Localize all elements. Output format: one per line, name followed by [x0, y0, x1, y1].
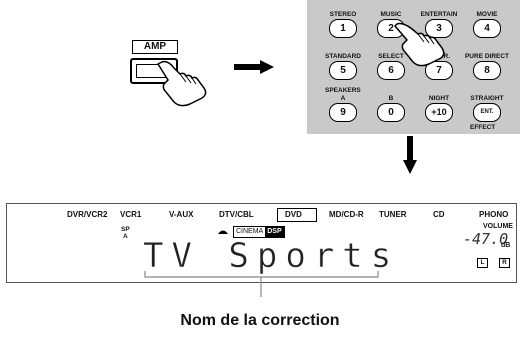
source-indicator: TUNER — [379, 210, 407, 219]
source-indicator: VCR1 — [120, 210, 142, 219]
key-button[interactable]: 7 — [425, 61, 453, 80]
cinema-label: CINEMA — [236, 228, 264, 235]
front-panel-display: DVR/VCR2 VCR1 V-AUX DTV/CBL DVD MD/CD-R … — [6, 203, 517, 283]
pointing-hand-icon — [156, 60, 207, 107]
key-button[interactable]: 6 — [377, 61, 405, 80]
remote-key-straight[interactable]: STRAIGHT ENT. — [461, 94, 513, 122]
key-button[interactable]: 9 — [329, 103, 357, 122]
arrow-right-icon — [234, 60, 274, 74]
key-button[interactable]: 8 — [473, 61, 501, 80]
key-label: SELECT — [378, 53, 404, 60]
pointing-hand-icon — [393, 22, 445, 67]
remote-key-stereo[interactable]: STEREO 1 — [317, 10, 369, 38]
speaker-indicator-sub: A — [122, 233, 128, 240]
speaker-indicator-label: SP — [121, 226, 130, 233]
source-indicator: PHONO — [479, 210, 509, 219]
key-button[interactable]: 5 — [329, 61, 357, 80]
key-label: NIGHT — [428, 95, 450, 102]
key-label: MUSIC — [380, 11, 402, 18]
remote-key-speaker-b[interactable]: B 0 — [365, 94, 417, 122]
volume-value: -47.0 — [463, 230, 509, 248]
caption-text: Nom de la correction — [180, 312, 340, 329]
right-channel-indicator: R — [499, 258, 510, 268]
cinema-dsp-indicator: CINEMA DSP — [233, 226, 285, 238]
selected-source-frame — [277, 208, 317, 222]
dsp-label: DSP — [265, 227, 284, 237]
key-button[interactable]: 4 — [473, 19, 501, 38]
key-label: STEREO — [329, 11, 357, 18]
amp-label: AMP — [132, 40, 178, 54]
key-label: ENTERTAIN — [420, 11, 458, 18]
remote-key-night[interactable]: NIGHT +10 — [413, 94, 465, 122]
remote-key-d-sur[interactable]: D SUR. 7 — [413, 52, 465, 80]
key-label: STRAIGHT — [470, 95, 504, 102]
remote-key-entertain[interactable]: ENTERTAIN 3 — [413, 10, 465, 38]
key-label: A — [340, 95, 346, 102]
left-channel-indicator: L — [477, 258, 488, 268]
program-name-display: TV Sports — [143, 236, 400, 277]
source-indicator-selected: DVD — [285, 210, 302, 219]
key-label: PURE DIRECT — [464, 53, 510, 60]
source-indicator: CD — [433, 210, 445, 219]
source-indicator: V-AUX — [169, 210, 194, 219]
effect-label: EFFECT — [470, 124, 496, 131]
remote-key-select[interactable]: SELECT 6 — [365, 52, 417, 80]
remote-key-movie[interactable]: MOVIE 4 — [461, 10, 513, 38]
key-button[interactable]: ENT. — [473, 103, 501, 122]
key-label: MOVIE — [476, 11, 498, 18]
source-indicator: MD/CD-R — [329, 210, 364, 219]
arrow-down-icon — [403, 136, 417, 174]
volume-unit: dB — [501, 242, 511, 249]
key-button[interactable]: 0 — [377, 103, 405, 122]
volume-label: VOLUME — [483, 223, 513, 230]
remote-control-panel: STEREO 1 MUSIC 2 ENTERTAIN 3 MOVIE 4 STA… — [307, 0, 520, 134]
signal-indicator-icon — [218, 230, 228, 234]
remote-key-pure-direct[interactable]: PURE DIRECT 8 — [461, 52, 513, 80]
remote-key-standard[interactable]: STANDARD 5 — [317, 52, 369, 80]
source-indicator: DVR/VCR2 — [67, 210, 108, 219]
key-label: B — [388, 95, 394, 102]
key-button[interactable]: +10 — [425, 103, 453, 122]
key-label: STANDARD — [325, 53, 361, 60]
speakers-label: SPEAKERS — [325, 87, 361, 94]
key-button[interactable]: 3 — [425, 19, 453, 38]
speaker-indicator: SP A — [121, 226, 130, 240]
source-indicator: DTV/CBL — [219, 210, 254, 219]
callout-bracket — [144, 271, 379, 297]
key-button[interactable]: 1 — [329, 19, 357, 38]
remote-key-speaker-a[interactable]: A 9 — [317, 94, 369, 122]
